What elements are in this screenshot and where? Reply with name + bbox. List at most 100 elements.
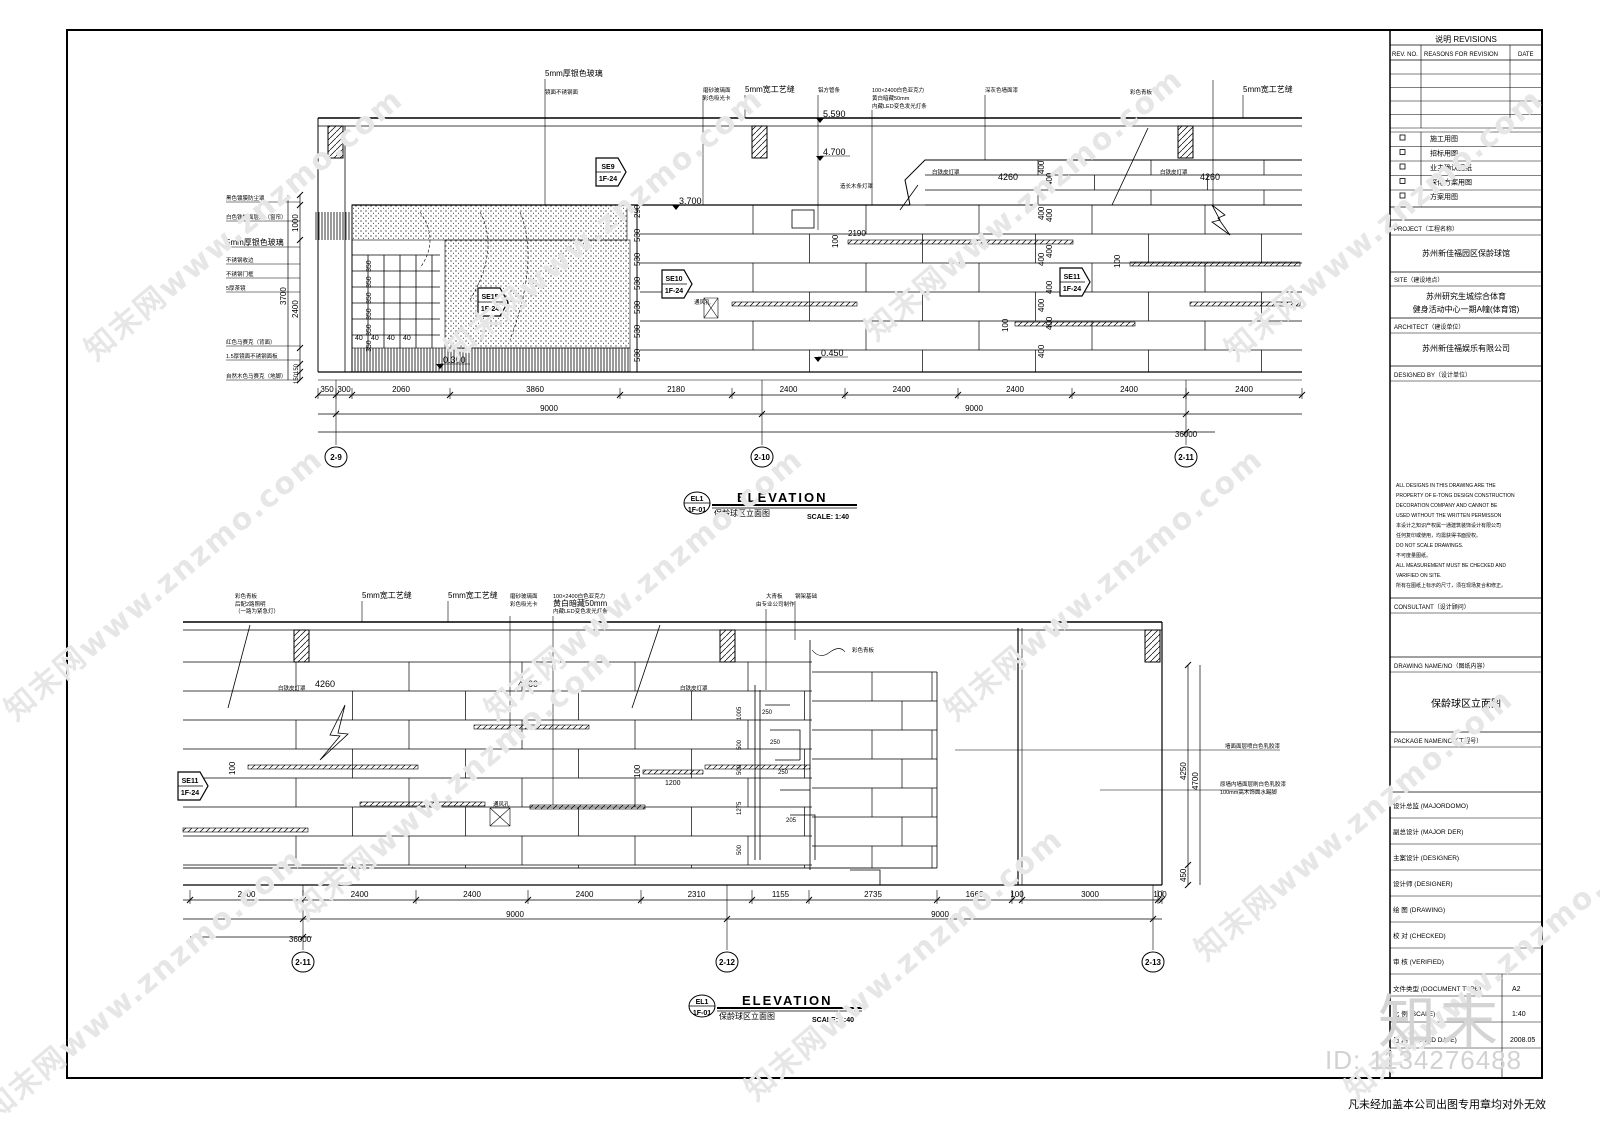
axis-label: 2-11 bbox=[1178, 453, 1194, 462]
stair-dim: 1275 bbox=[737, 801, 743, 815]
light-strip bbox=[642, 769, 704, 775]
dim-value-v: 3700 bbox=[279, 287, 288, 305]
rev-col: REV. NO. bbox=[1392, 52, 1418, 58]
dim-value: 100 bbox=[1153, 890, 1167, 899]
doc-type-label: 文件类型 (DOCUMENT TYPE) bbox=[1393, 984, 1481, 993]
site-label: SITE（建设地点） bbox=[1394, 276, 1443, 284]
elevation-scale: SCALE: 1:40 bbox=[812, 1017, 854, 1024]
scale-value: 1:40 bbox=[1512, 1011, 1526, 1018]
section-id: SE11 bbox=[182, 778, 199, 785]
usage-checkbox bbox=[1399, 163, 1406, 170]
disclaimer-line: DO NOT SCALE DRAWINGS. bbox=[1396, 543, 1463, 549]
level-mark bbox=[436, 364, 444, 369]
date-value: 2008.05 bbox=[1510, 1037, 1535, 1044]
usage-checkbox bbox=[1399, 149, 1406, 155]
title-tag: EL1 bbox=[696, 999, 709, 1006]
axis-label: 2-13 bbox=[1145, 958, 1162, 967]
note-label: 100×2400白色亚克力 bbox=[553, 592, 605, 600]
wall-dim: 4260 bbox=[998, 172, 1018, 182]
consultant-label: CONSULTANT（设计顾问） bbox=[1394, 603, 1470, 611]
dim-value: 2400 bbox=[351, 890, 369, 899]
dim-value: 9000 bbox=[931, 910, 949, 919]
stack-dim: 400 bbox=[1037, 298, 1046, 312]
wall-dim: 4260 bbox=[518, 679, 538, 689]
note-label: 白铁皮灯罩 bbox=[680, 684, 708, 692]
footer-note: 凡未经加盖本公司出图专用章均对外无效 bbox=[1348, 1098, 1546, 1111]
left-note: 红色马赛克（背面） bbox=[226, 338, 276, 346]
left-note: 不锈钢门框 bbox=[226, 270, 254, 278]
dim-tick bbox=[296, 201, 304, 209]
rev-col: REASONS FOR REVISION bbox=[1424, 52, 1498, 58]
stack-dim: 400 bbox=[1037, 252, 1046, 266]
dim-value: 2400 bbox=[1235, 385, 1253, 394]
lamp-arm bbox=[631, 624, 661, 709]
left-note: 自然木色马赛克（地脚） bbox=[226, 372, 287, 380]
dim-value: 9000 bbox=[540, 404, 558, 413]
axis-label: 2-10 bbox=[754, 453, 771, 462]
scale-label: 比 例 (SCALE) bbox=[1393, 1009, 1435, 1018]
stair-dim: 500 bbox=[737, 764, 743, 775]
shelf-dim: 40 bbox=[403, 335, 411, 342]
dim-value-v: 1000 bbox=[291, 214, 300, 232]
role-label: 设计师 (DESIGNER) bbox=[1393, 879, 1453, 888]
shelf-dim: 350 bbox=[366, 340, 373, 352]
level-value: 0.450 bbox=[821, 348, 844, 358]
dim-value-v: 450 bbox=[1179, 868, 1188, 882]
light-strip bbox=[1189, 301, 1301, 307]
shelf-dim: 350 bbox=[366, 260, 373, 272]
top-note: 100×2400白色亚克力 bbox=[872, 86, 924, 94]
light-strip bbox=[359, 801, 486, 807]
elevation-subtitle: 保龄球区立面图 bbox=[719, 1011, 775, 1021]
disclaimer-line: USED WITHOUT THE WRITTEN PERMISSON bbox=[1396, 513, 1502, 519]
wall-dim: 2190 bbox=[848, 229, 866, 238]
shelf-dim: 40 bbox=[387, 335, 395, 342]
wall-dim: 100 bbox=[633, 764, 642, 778]
arc-guide bbox=[469, 211, 489, 301]
left-note: 1.5厚镜面不锈钢面板 bbox=[226, 352, 278, 360]
drawing-name-label: DRAWING NAME/NO（图纸内容） bbox=[1394, 662, 1488, 670]
axis-bubble bbox=[1174, 446, 1198, 468]
level-value: 4.700 bbox=[823, 147, 846, 157]
stair-dim: 250 bbox=[762, 710, 773, 716]
top-note: 5mm宽工艺缝 bbox=[1243, 84, 1293, 94]
disclaimer-line: ALL MEASUREMENT MUST BE CHECKED AND bbox=[1396, 563, 1506, 569]
drawing-name: 保龄球区立面图 bbox=[1431, 697, 1501, 710]
left-note: 黑色镀膜防尘罩 bbox=[226, 194, 265, 202]
section-ref: 1F-24 bbox=[599, 176, 617, 183]
stack-dim: 530 bbox=[633, 228, 642, 242]
project-label: PROJECT（工程名称） bbox=[1394, 225, 1458, 233]
shelf-dim: 350 bbox=[366, 292, 373, 304]
axis-bubble bbox=[1141, 951, 1165, 973]
axis-label: 2-12 bbox=[719, 958, 736, 967]
level-value: 0.300 bbox=[443, 355, 466, 365]
dim-value: 9000 bbox=[506, 910, 524, 919]
stack-dim: 400 bbox=[1045, 208, 1054, 222]
wall-dim: 1200 bbox=[665, 780, 681, 787]
role-label: 设计总监 (MAJORDOMO) bbox=[1393, 801, 1468, 810]
section-id: SE11 bbox=[1064, 274, 1081, 281]
dim-value-v: 2400 bbox=[291, 300, 300, 318]
left-note: 不锈钢收边 bbox=[226, 256, 254, 264]
stair-dim: 500 bbox=[737, 844, 743, 855]
shelf-dim: 40 bbox=[355, 335, 363, 342]
dim-value: 100 bbox=[1010, 890, 1024, 899]
disclaimer-line: PROPERTY OF E-TONG DESIGN CONSTRUCTION bbox=[1396, 493, 1515, 499]
dim-value: 2060 bbox=[392, 385, 410, 394]
note-label: （一路为紧急灯） bbox=[235, 607, 279, 615]
shelf-dim: 350 bbox=[366, 324, 373, 336]
level-mark bbox=[672, 205, 680, 210]
shelf-dim: 40 bbox=[371, 335, 379, 342]
role-label: 审 核 (VERIFIED) bbox=[1393, 957, 1444, 966]
stair-dim: 500 bbox=[737, 739, 743, 750]
note-label: 彩色吸光卡 bbox=[510, 600, 538, 608]
dim-value: 2400 bbox=[576, 890, 594, 899]
dim-tick bbox=[1184, 881, 1192, 889]
disclaimer-line: 所有在图纸上标示的尺寸，须在现场复合和修正。 bbox=[1396, 582, 1506, 589]
column-hatch bbox=[327, 125, 344, 159]
doc-type-value: A2 bbox=[1512, 986, 1521, 993]
section-id: SE15 bbox=[481, 294, 498, 301]
light-strip bbox=[1014, 321, 1136, 327]
stack-dim: 400 bbox=[1037, 344, 1046, 358]
